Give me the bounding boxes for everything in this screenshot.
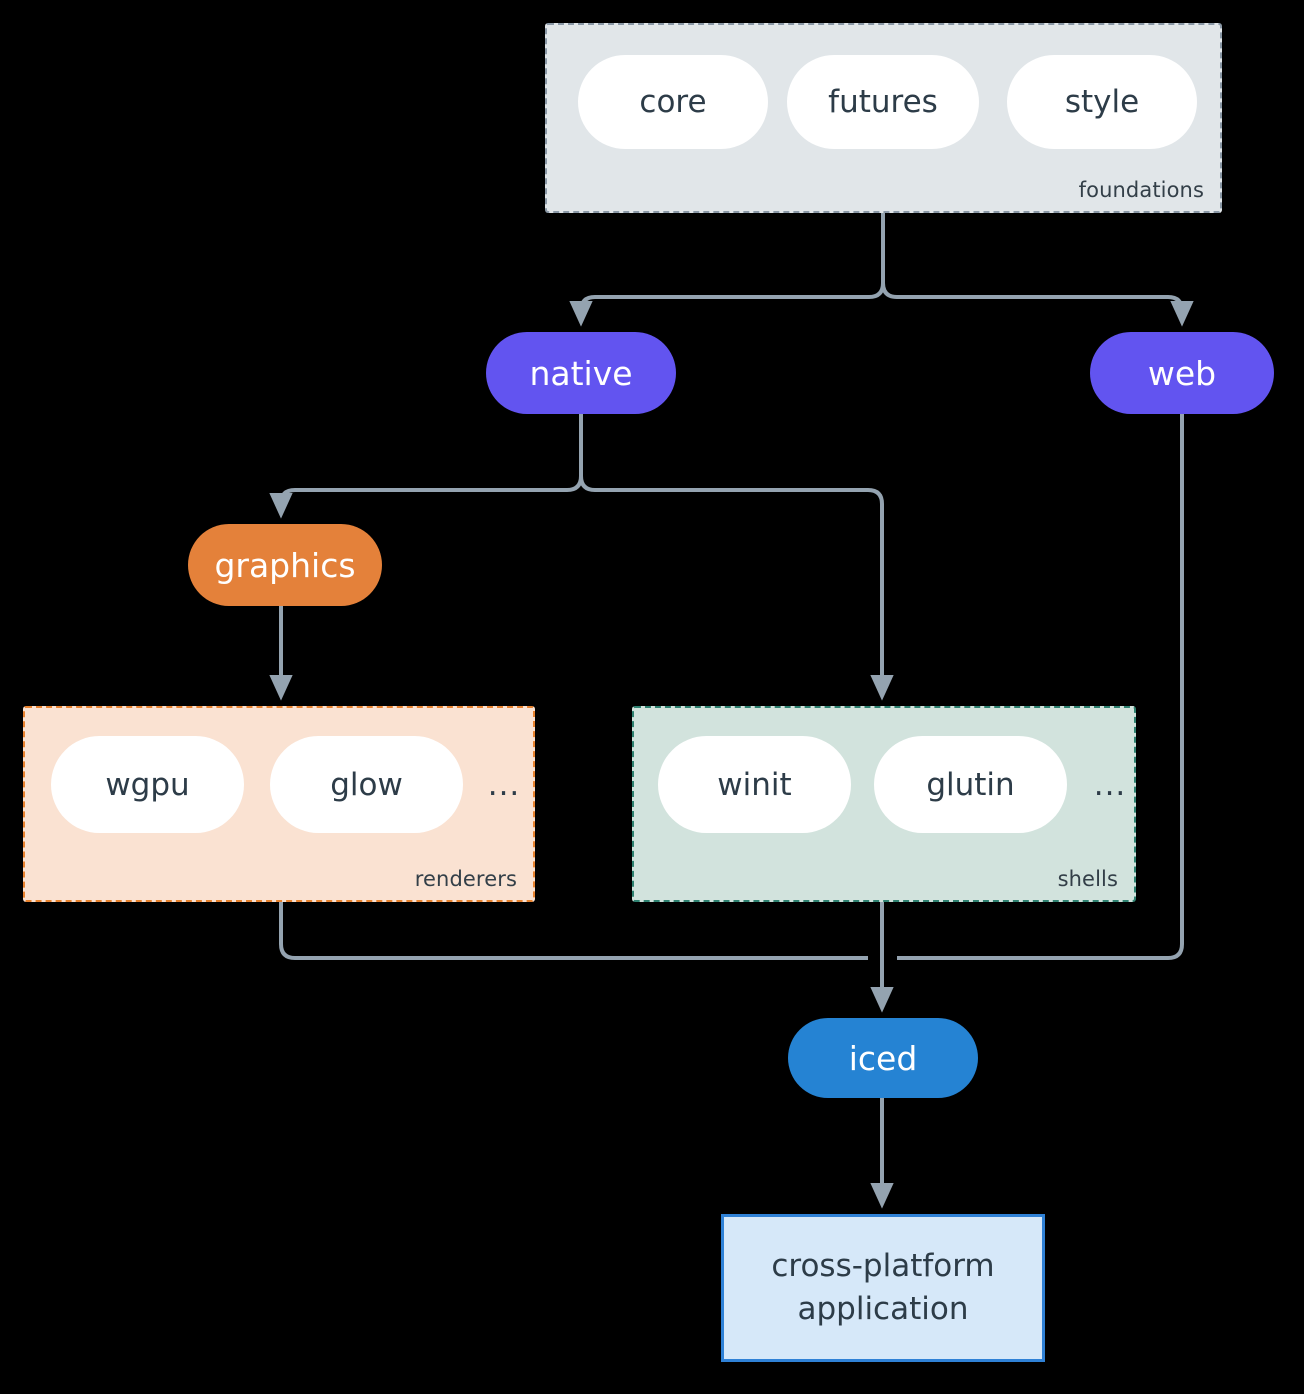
edge-foundations-to-web [881, 282, 1194, 327]
node-iced[interactable]: iced [788, 1018, 978, 1098]
node-wgpu[interactable]: wgpu [51, 736, 244, 833]
group-label-renderers: renderers [414, 867, 517, 891]
group-label-shells: shells [1057, 867, 1118, 891]
node-core[interactable]: core [578, 55, 768, 149]
node-glutin[interactable]: glutin [874, 736, 1067, 833]
node-web[interactable]: web [1090, 332, 1274, 414]
edge-foundations-to-native [569, 282, 885, 327]
node-winit[interactable]: winit [658, 736, 851, 833]
edge-native-to-graphics [269, 475, 583, 519]
app-label-line1: cross-platform [771, 1248, 995, 1285]
edge-renderers-to-merge [279, 902, 868, 960]
group-renderers[interactable]: wgpu glow ... renderers [23, 706, 535, 902]
group-label-foundations: foundations [1078, 178, 1204, 202]
group-foundations[interactable]: core futures style foundations [545, 23, 1222, 213]
renderers-more-ellipsis: ... [487, 766, 521, 803]
node-cross-platform-application[interactable]: cross-platform application [721, 1214, 1045, 1362]
node-glow[interactable]: glow [270, 736, 463, 833]
node-futures[interactable]: futures [787, 55, 979, 149]
app-label-line2: application [797, 1291, 969, 1327]
node-native[interactable]: native [486, 332, 676, 414]
group-shells[interactable]: winit glutin ... shells [632, 706, 1136, 902]
node-graphics[interactable]: graphics [188, 524, 382, 606]
shells-more-ellipsis: ... [1093, 766, 1127, 803]
node-style[interactable]: style [1007, 55, 1197, 149]
edge-native-to-shells [579, 475, 894, 701]
